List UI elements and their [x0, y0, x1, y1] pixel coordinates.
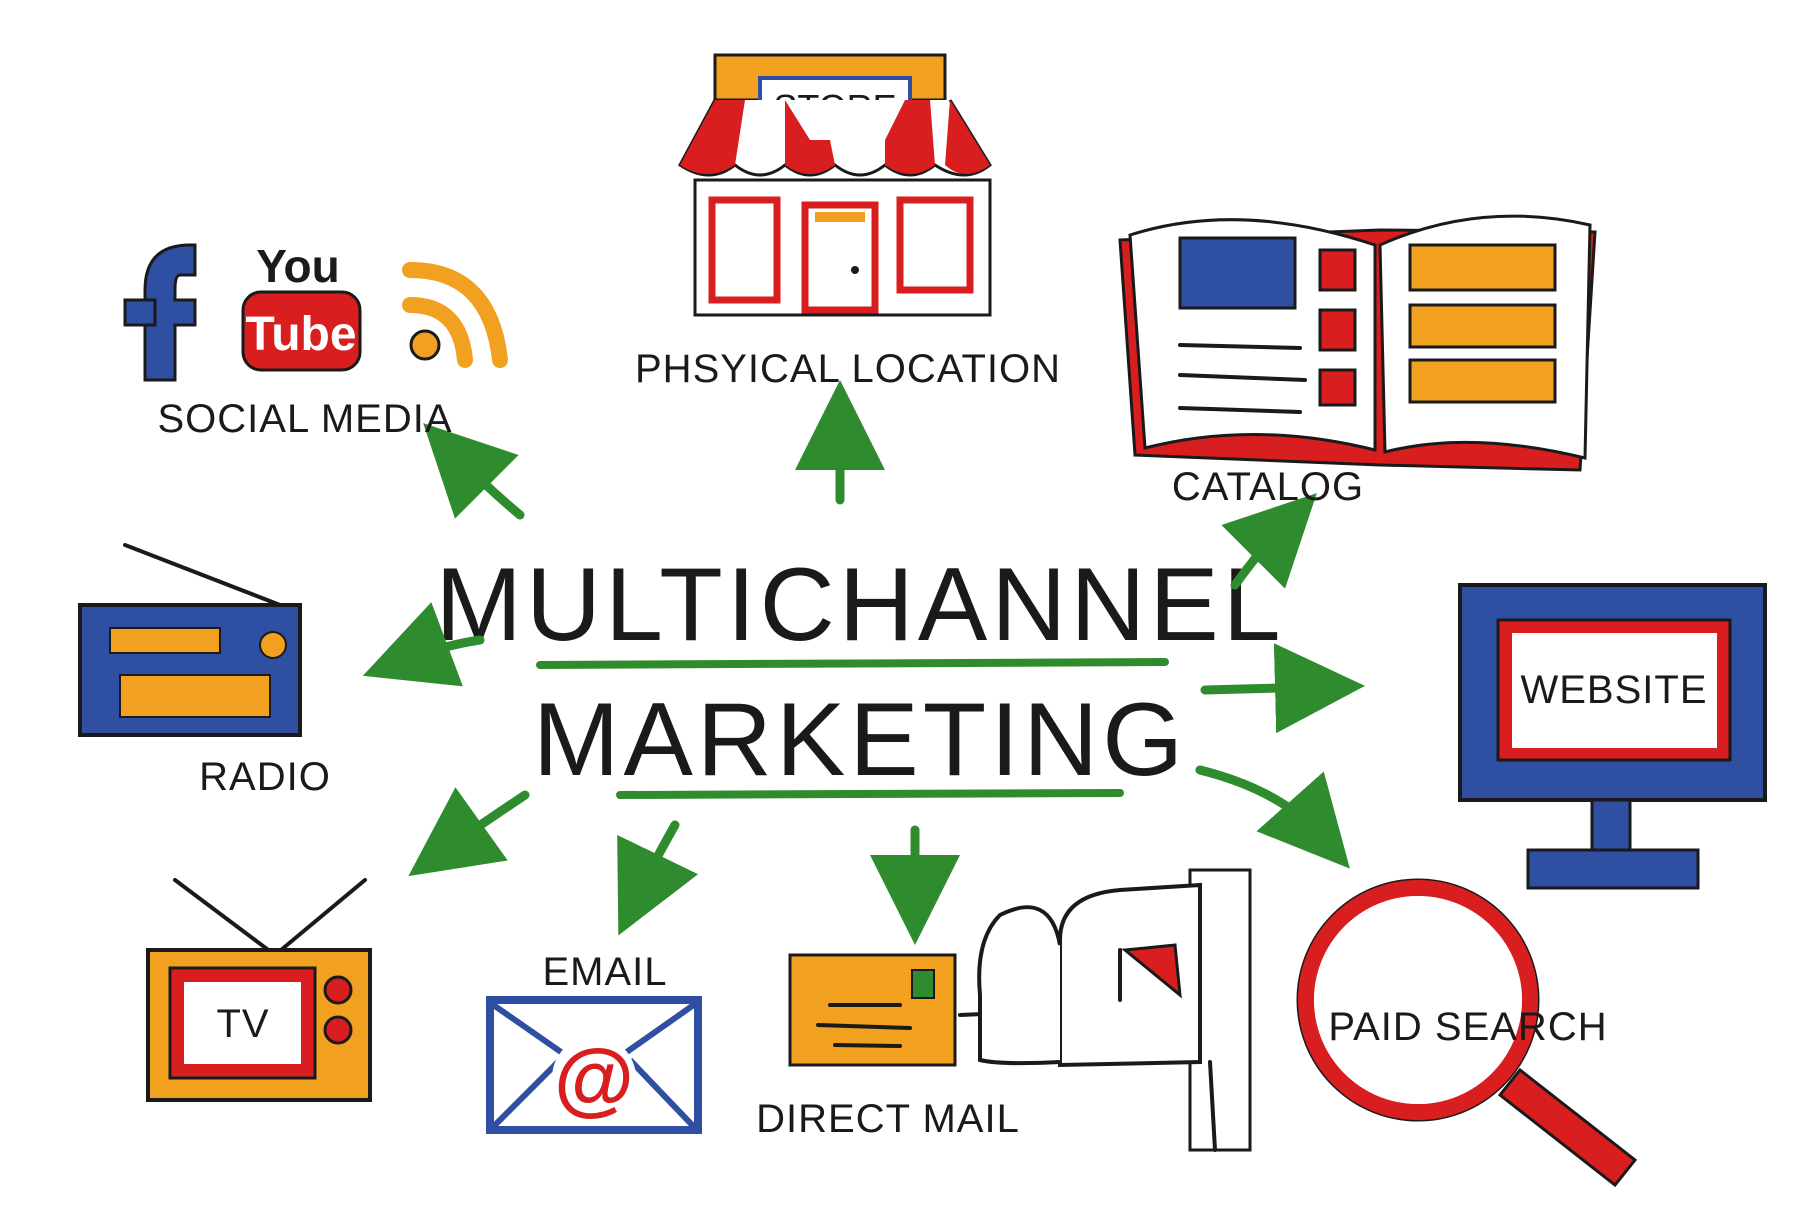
- mailbox-icon: DIRECT MAIL: [756, 868, 1252, 1152]
- store-icon: STORE PHSYICAL LOCATION: [635, 53, 1061, 391]
- youtube-icon: You Tube: [241, 240, 362, 372]
- arrow-to-radio: [362, 602, 485, 687]
- at-sign: @: [554, 1033, 634, 1124]
- open-book-icon: CATALOG: [1118, 214, 1597, 509]
- facebook-icon: [123, 243, 197, 382]
- website-label: WEBSITE: [1520, 668, 1707, 712]
- rss-icon: [402, 262, 508, 368]
- arrow-to-paid-search: [1195, 765, 1350, 869]
- title-line-1: MULTICHANNEL: [435, 547, 1284, 663]
- title-line-2: MARKETING: [533, 682, 1187, 798]
- radio-icon: RADIO: [78, 543, 331, 799]
- social-media-group: You Tube SOCIAL MEDIA: [123, 240, 508, 441]
- physical-location-label: PHSYICAL LOCATION: [635, 347, 1061, 391]
- youtube-you-text: You: [256, 240, 339, 292]
- tv-label: TV: [216, 1002, 269, 1046]
- radio-label: RADIO: [199, 755, 331, 799]
- paid-search-label: PAID SEARCH: [1328, 1005, 1607, 1049]
- envelope-at-icon: EMAIL @: [486, 950, 702, 1134]
- arrow-to-social-media: [423, 423, 525, 520]
- email-label: EMAIL: [542, 950, 667, 994]
- direct-mail-label: DIRECT MAIL: [756, 1097, 1020, 1141]
- monitor-icon: WEBSITE: [1458, 583, 1767, 890]
- arrow-to-tv: [408, 787, 530, 877]
- title-underline-1: [536, 658, 1169, 669]
- arrow-to-website: [1200, 643, 1365, 734]
- arrow-to-catalog: [1221, 493, 1317, 590]
- catalog-label: CATALOG: [1172, 465, 1364, 509]
- magnifier-icon: PAID SEARCH: [1296, 878, 1638, 1188]
- youtube-tube-text: Tube: [245, 308, 356, 361]
- center-title: MULTICHANNEL MARKETING: [435, 547, 1284, 799]
- television-icon: TV: [146, 878, 372, 1102]
- arrow-to-email: [617, 820, 699, 936]
- arrows: [362, 380, 1365, 945]
- social-media-label: SOCIAL MEDIA: [157, 397, 452, 441]
- title-underline-2: [616, 789, 1124, 799]
